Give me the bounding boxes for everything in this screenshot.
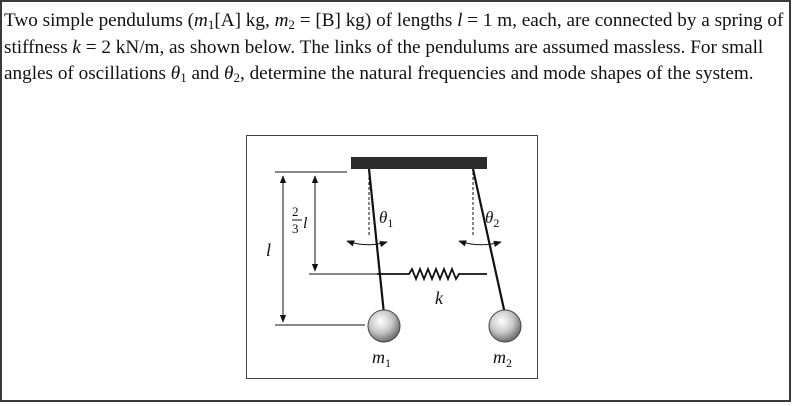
subscript: 1: [180, 70, 187, 85]
mass-2-label: m2: [493, 347, 512, 370]
fraction-numerator: 2: [292, 204, 299, 219]
angle-arc-2: [458, 240, 502, 247]
mass-symbol: m: [193, 10, 208, 31]
problem-text: , determine the natural frequencies and …: [239, 63, 754, 84]
problem-text: = 1 m, each, are connected by a spring o…: [4, 10, 784, 58]
theta-symbol: θ: [224, 63, 234, 84]
subscript: 1: [207, 17, 215, 32]
problem-statement: Two simple pendulums (m1[A] kg, m2 = [B]…: [4, 8, 789, 88]
theta2-label: θ2: [485, 208, 499, 230]
problem-text: Two simple pendulums (: [4, 10, 194, 31]
spring-label: k: [435, 288, 444, 308]
problem-text: [A] kg,: [214, 10, 275, 31]
mass-1-label: m1: [372, 347, 391, 370]
theta1-label: θ1: [379, 208, 393, 230]
mass-symbol: m: [274, 10, 289, 31]
pendulum-rod-1: [367, 168, 386, 315]
mass-1: [367, 309, 401, 343]
pendulum-figure: l 2 3 l θ1 m1 θ2 m2 k: [246, 135, 538, 379]
fraction-denominator: 3: [292, 221, 299, 236]
subscript: 2: [288, 17, 295, 32]
length-label: l: [266, 240, 271, 260]
spring: [377, 266, 487, 282]
ceiling-support: [351, 157, 487, 169]
pendulum-rod-2: [471, 168, 507, 315]
pendulum-diagram: l 2 3 l θ1 m1 θ2 m2 k: [266, 157, 522, 370]
stiffness-symbol: k: [72, 36, 81, 58]
problem-text: = 2 kN/m, as shown below. The links of t…: [4, 36, 764, 85]
theta-symbol: θ: [170, 63, 181, 84]
subscript: 2: [233, 70, 240, 85]
mass-2: [488, 309, 522, 343]
problem-text: and: [186, 63, 225, 84]
fraction-length-label: l: [303, 215, 308, 232]
angle-arc-1: [346, 240, 388, 248]
length-symbol: l: [457, 10, 463, 31]
problem-text: = [B] kg) of lengths: [294, 10, 458, 31]
